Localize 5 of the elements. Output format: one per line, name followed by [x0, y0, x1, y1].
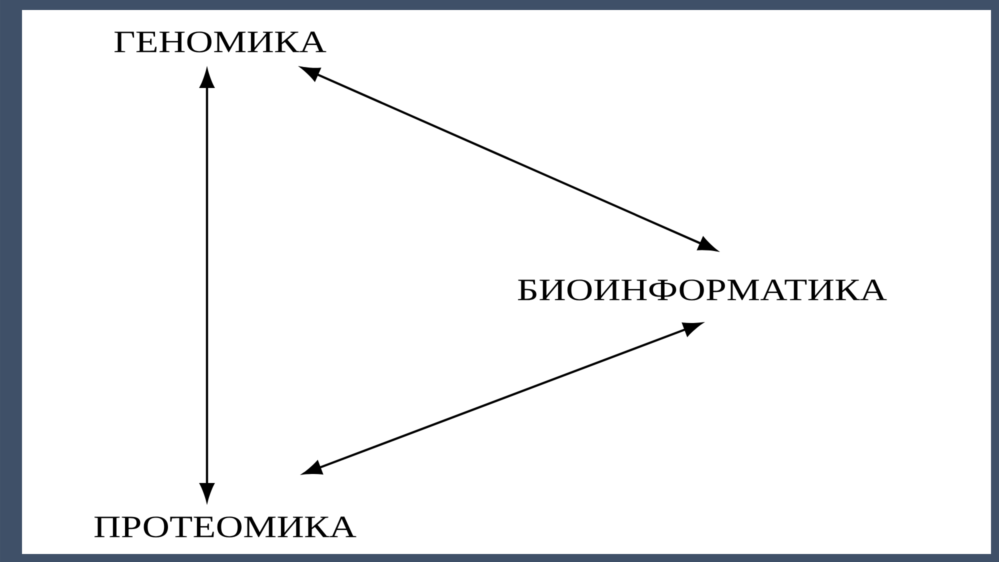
arrow — [301, 66, 717, 252]
node-label: БИОИНФОРМАТИКА — [518, 280, 887, 300]
arrow — [303, 322, 702, 474]
node-label: ГЕНОМИКА — [114, 32, 326, 52]
node-label: ПРОТЕОМИКА — [94, 516, 356, 538]
